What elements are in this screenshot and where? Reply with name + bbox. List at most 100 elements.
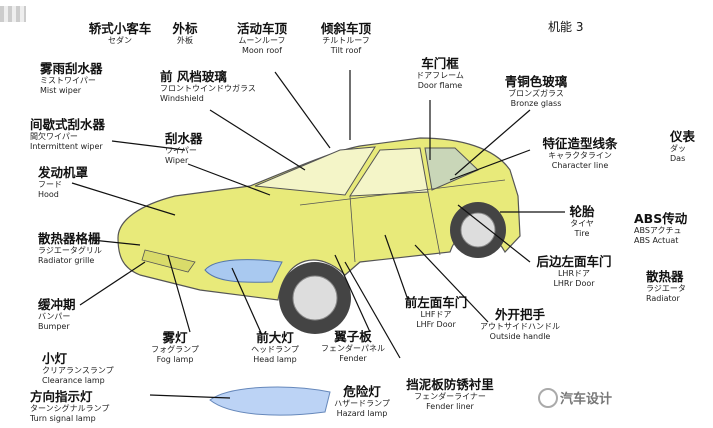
label-radiatorgrille-zh: 散热器格栅	[38, 231, 101, 246]
label-doorframe-en: Door flame	[417, 80, 463, 90]
label-mistwiper-en: Mist wiper	[40, 85, 82, 95]
label-intermittent-zh: 间歇式刮水器	[30, 117, 106, 132]
label-mistwiper-ja: ミストワイパー	[40, 76, 96, 86]
label-bronzeglass-zh: 青铜色玻璃	[504, 74, 568, 89]
label-headlamp-en: Head lamp	[253, 354, 297, 364]
label-fender-zh: 翼子板	[334, 329, 372, 344]
label-bumper-en: Bumper	[38, 321, 70, 331]
label-exterior: 外标外板	[172, 21, 198, 46]
label-headlamp-zh: 前大灯	[256, 330, 294, 345]
watermark-icon	[538, 388, 558, 408]
label-radiator-ja: ラジエータ	[646, 284, 686, 294]
label-turnsignal-zh: 方向指示灯	[30, 389, 93, 404]
label-windshield-en: Windshield	[160, 93, 204, 103]
label-characterline-zh: 特征造型线条	[542, 136, 618, 151]
label-radiator-zh: 散热器	[646, 269, 684, 284]
blurred-logo	[0, 6, 26, 22]
label-foglamp-ja: フォグランプ	[151, 345, 199, 355]
label-hazard-zh: 危险灯	[343, 384, 381, 399]
label-clearance-zh: 小灯	[42, 351, 68, 366]
side-window-rear	[424, 147, 479, 191]
label-bronzeglass-en: Bronze glass	[510, 98, 562, 108]
label-characterline-en: Character line	[551, 160, 609, 170]
label-tire-zh: 轮胎	[569, 204, 595, 219]
label-fenderliner-zh: 挡泥板防锈衬里	[406, 377, 494, 392]
label-mistwiper-zh: 雾雨刮水器	[40, 61, 103, 76]
label-rlhdoor-zh: 后边左面车门	[536, 254, 612, 269]
label-rlhdoor-en: LHRr Door	[553, 278, 595, 288]
label-exterior-ja: 外板	[176, 36, 193, 46]
label-wiper-ja: ワイパー	[165, 146, 197, 156]
label-bumper-ja: バンパー	[38, 312, 71, 322]
label-foglamp-en: Fog lamp	[156, 354, 194, 364]
side-window-front	[349, 147, 429, 197]
label-moonroof-en: Moon roof	[241, 45, 283, 55]
label-fender-ja: フェンダーパネル	[321, 344, 385, 354]
label-flhdoor-ja: LHFドア	[420, 310, 452, 320]
label-abs-ja: ABSアクチュ	[634, 226, 682, 236]
label-dash-en: Das	[670, 153, 686, 163]
label-tiltroof-en: Tilt roof	[330, 45, 362, 55]
door-lines	[299, 179, 506, 263]
label-tire-ja: タイヤ	[570, 219, 594, 229]
label-wiper-zh: 刮水器	[165, 131, 203, 146]
front-wheel-rim	[292, 275, 338, 321]
label-bumper-zh: 缓冲期	[38, 297, 76, 312]
label-dash-zh: 仪表	[670, 129, 696, 144]
label-flhdoor-zh: 前左面车门	[404, 295, 468, 310]
label-tire-en: Tire	[574, 228, 590, 238]
label-turnsignal-en: Turn signal lamp	[30, 413, 96, 423]
windshield-glass	[254, 146, 376, 196]
label-sedan: 轿式小客车セダン	[89, 21, 152, 46]
label-intermittent-ja: 間欠ワイパー	[30, 132, 78, 142]
label-dash-ja: ダッ	[670, 144, 686, 154]
label-headlamp-ja: ヘッドランプ	[251, 345, 299, 355]
label-exterior-zh: 外标	[172, 21, 198, 36]
label-outsidehandle-ja: アウトサイドハンドル	[480, 322, 560, 332]
label-outsidehandle-en: Outside handle	[489, 331, 551, 341]
label-fender-en: Fender	[339, 353, 367, 363]
label-bronzeglass-ja: ブロンズガラス	[508, 89, 564, 99]
label-moonroof-zh: 活动车顶	[236, 21, 288, 36]
label-sedan-ja: セダン	[107, 36, 132, 46]
label-fenderliner-en: Fender liner	[426, 401, 474, 411]
page-corner-label: 机能 3	[548, 20, 584, 34]
label-clearance-en: Clearance lamp	[42, 375, 105, 385]
label-clearance-ja: クリアランスランプ	[42, 366, 114, 376]
label-fenderliner-ja: フェンダーライナー	[414, 392, 486, 402]
headlamp-detail	[209, 386, 331, 416]
label-windshield-zh: 前 风档玻璃	[160, 69, 227, 84]
label-foglamp-zh: 雾灯	[162, 330, 188, 345]
label-hood-en: Hood	[38, 189, 59, 199]
label-turnsignal-ja: ターンシグナルランプ	[30, 404, 110, 414]
label-wiper-en: Wiper	[165, 155, 189, 165]
label-radiatorgrille-en: Radiator grille	[38, 255, 95, 265]
label-hood-ja: フード	[38, 180, 62, 190]
